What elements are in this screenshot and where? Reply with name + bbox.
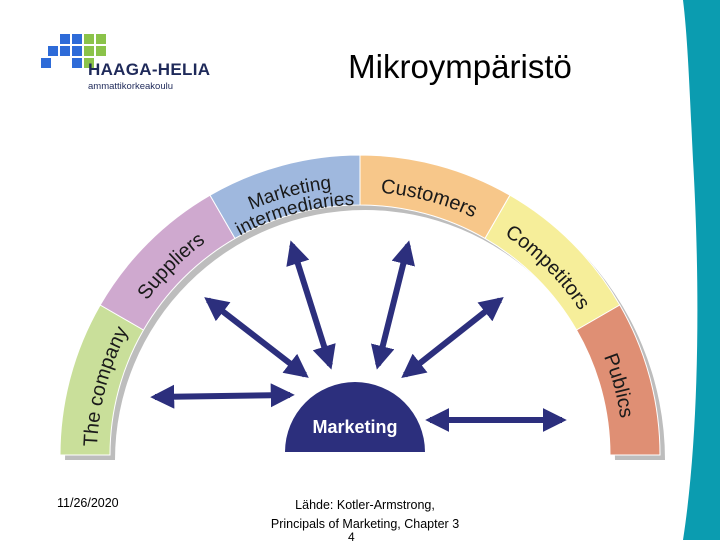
logo bbox=[38, 30, 208, 100]
logo-mark bbox=[41, 34, 106, 68]
arrow-company bbox=[150, 383, 295, 409]
arrow-suppliers bbox=[204, 297, 309, 378]
arrow-intermediaries bbox=[286, 240, 336, 370]
segment-publics bbox=[575, 304, 661, 456]
page-number: 4 bbox=[348, 530, 355, 544]
arrow-customers bbox=[371, 240, 415, 370]
footer-source: Lähde: Kotler-Armstrong, Principals of M… bbox=[240, 496, 490, 534]
footer-date: 11/26/2020 bbox=[57, 496, 119, 510]
source-line-2: Principals of Marketing, Chapter 3 bbox=[270, 517, 460, 531]
arrow-competitors bbox=[401, 297, 504, 378]
logo-subtitle: ammattikorkeakoulu bbox=[88, 81, 174, 92]
logo-name: HAAGA-HELIA bbox=[88, 60, 211, 79]
source-line-1: Lähde: Kotler-Armstrong, bbox=[295, 498, 435, 512]
center-label: Marketing bbox=[312, 417, 397, 437]
page-title: Mikroympäristö bbox=[348, 48, 572, 85]
marketing-center bbox=[285, 382, 425, 452]
